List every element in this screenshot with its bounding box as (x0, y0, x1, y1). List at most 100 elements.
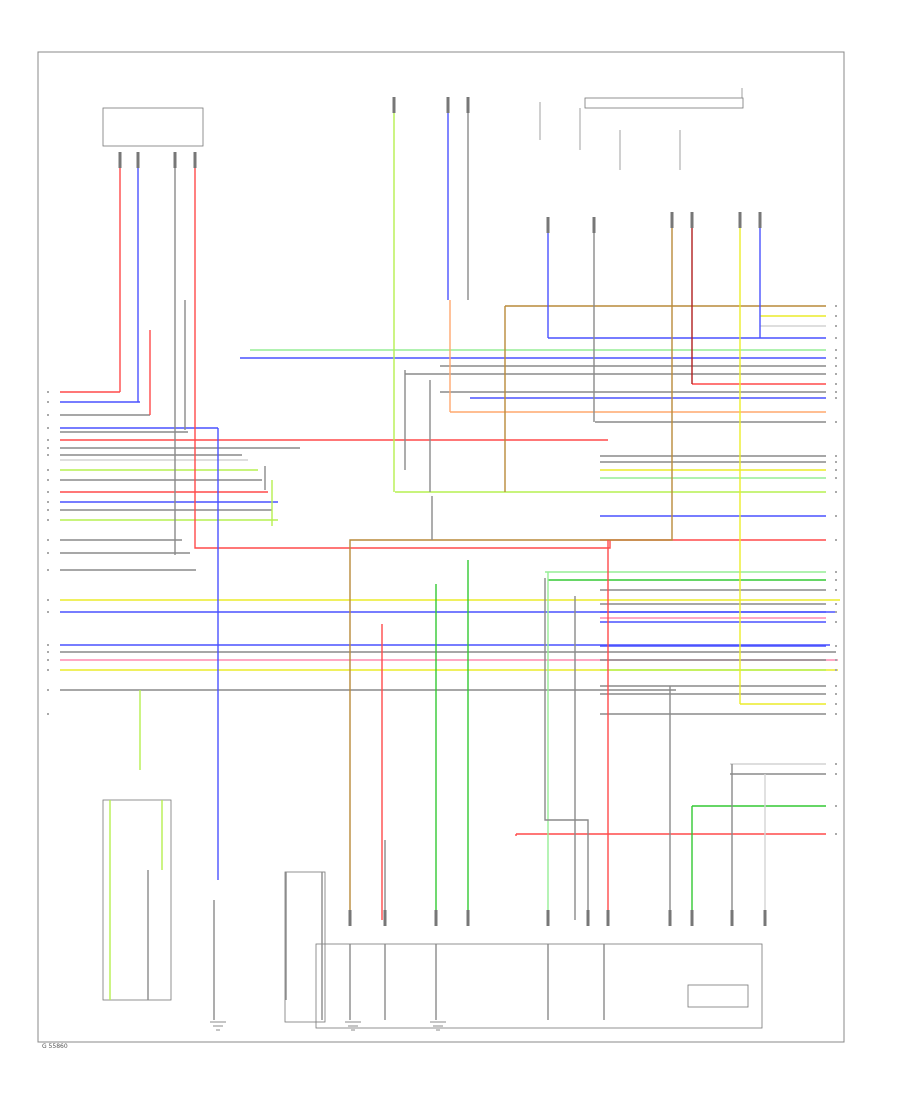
connector-mark (835, 603, 837, 605)
connector-marks-group (47, 305, 837, 835)
connector-mark (835, 349, 837, 351)
connector-mark (835, 491, 837, 493)
connector-mark (835, 833, 837, 835)
top-right-relay-box (584, 97, 744, 109)
pin-stub (392, 97, 396, 113)
connector-mark (47, 569, 49, 571)
connector-mark (47, 644, 49, 646)
pin-stub (173, 152, 177, 168)
connector-mark (47, 414, 49, 416)
connector-mark (47, 659, 49, 661)
connector-mark (47, 479, 49, 481)
connector-mark (835, 571, 837, 573)
connector-mark (47, 713, 49, 715)
connector-mark (835, 805, 837, 807)
diagram-frame (37, 51, 845, 1043)
connector-mark (47, 491, 49, 493)
control-module-box (315, 943, 763, 1029)
pin-stub (546, 217, 550, 233)
sensor-box (284, 871, 326, 1023)
connector-mark (47, 447, 49, 449)
wires-group (60, 88, 840, 1020)
ground-icon (345, 1021, 361, 1031)
connector-mark (47, 509, 49, 511)
pin-stub (383, 910, 387, 926)
connector-mark (835, 383, 837, 385)
connector-mark (835, 685, 837, 687)
pin-stub (466, 910, 470, 926)
connector-mark (47, 552, 49, 554)
pin-stub (670, 212, 674, 228)
connector-mark (835, 713, 837, 715)
pin-stub (193, 152, 197, 168)
connector-mark (47, 689, 49, 691)
pin-stub (592, 217, 596, 233)
pin-stub (668, 910, 672, 926)
connector-mark (835, 305, 837, 307)
pin-stub (434, 910, 438, 926)
pin-stub (586, 910, 590, 926)
footer-code: G 55860 (42, 1043, 68, 1050)
pin-stub (690, 212, 694, 228)
pin-stub (446, 97, 450, 113)
ground-icon (430, 1021, 446, 1031)
connector-mark (835, 703, 837, 705)
connector-mark (835, 621, 837, 623)
connector-mark (835, 579, 837, 581)
connector-mark (835, 391, 837, 393)
connector-mark (835, 693, 837, 695)
wire-brown (349, 225, 673, 920)
connector-mark (47, 651, 49, 653)
connector-mark (835, 469, 837, 471)
connector-mark (835, 611, 837, 613)
connector-mark (835, 421, 837, 423)
connector-mark (47, 469, 49, 471)
lower-left-component-box (102, 799, 172, 1001)
connector-mark (835, 773, 837, 775)
connector-mark (835, 659, 837, 661)
pin-stub (690, 910, 694, 926)
pin-stub (730, 910, 734, 926)
pin-stub (758, 212, 762, 228)
connector-mark (835, 515, 837, 517)
connector-mark (47, 611, 49, 613)
connector-mark (835, 669, 837, 671)
connector-mark (835, 325, 837, 327)
connector-mark (835, 357, 837, 359)
connector-mark (47, 669, 49, 671)
pin-stub (763, 910, 767, 926)
connector-mark (835, 455, 837, 457)
top-left-switch-box (102, 107, 204, 147)
connector-mark (835, 315, 837, 317)
pin-stub (466, 97, 470, 113)
connector-mark (835, 645, 837, 647)
pin-stub (348, 910, 352, 926)
connector-mark (47, 599, 49, 601)
connector-mark (835, 373, 837, 375)
connector-mark (47, 439, 49, 441)
pin-stub (118, 152, 122, 168)
connector-mark (835, 461, 837, 463)
pin-stub (738, 212, 742, 228)
connector-mark (47, 427, 49, 429)
connector-mark (835, 477, 837, 479)
connector-mark (47, 454, 49, 456)
connector-mark (835, 365, 837, 367)
connector-mark (835, 337, 837, 339)
pin-stub (136, 152, 140, 168)
connector-mark (835, 763, 837, 765)
connector-mark (47, 501, 49, 503)
connector-mark (47, 391, 49, 393)
wire-red (194, 165, 611, 549)
pin-stub (606, 910, 610, 926)
connector-mark (835, 397, 837, 399)
connector-mark (47, 519, 49, 521)
connector-mark (835, 589, 837, 591)
wire-gray (544, 578, 589, 920)
ground-icon (210, 1021, 226, 1031)
pin-stubs-group (118, 97, 767, 926)
connector-mark (47, 539, 49, 541)
control-unit-box (687, 984, 749, 1008)
connector-mark (47, 401, 49, 403)
